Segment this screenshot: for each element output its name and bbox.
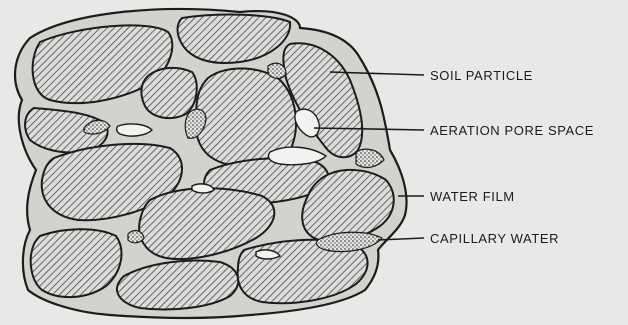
capillary-water-6	[128, 231, 144, 243]
label-water-film: WATER FILM	[430, 189, 515, 204]
soil-particle-4	[141, 68, 196, 118]
label-soil-particle: SOIL PARTICLE	[430, 68, 533, 83]
label-aeration-pore-space: AERATION PORE SPACE	[430, 123, 594, 138]
label-capillary-water: CAPILLARY WATER	[430, 231, 559, 246]
capillary-water-3	[268, 63, 286, 78]
